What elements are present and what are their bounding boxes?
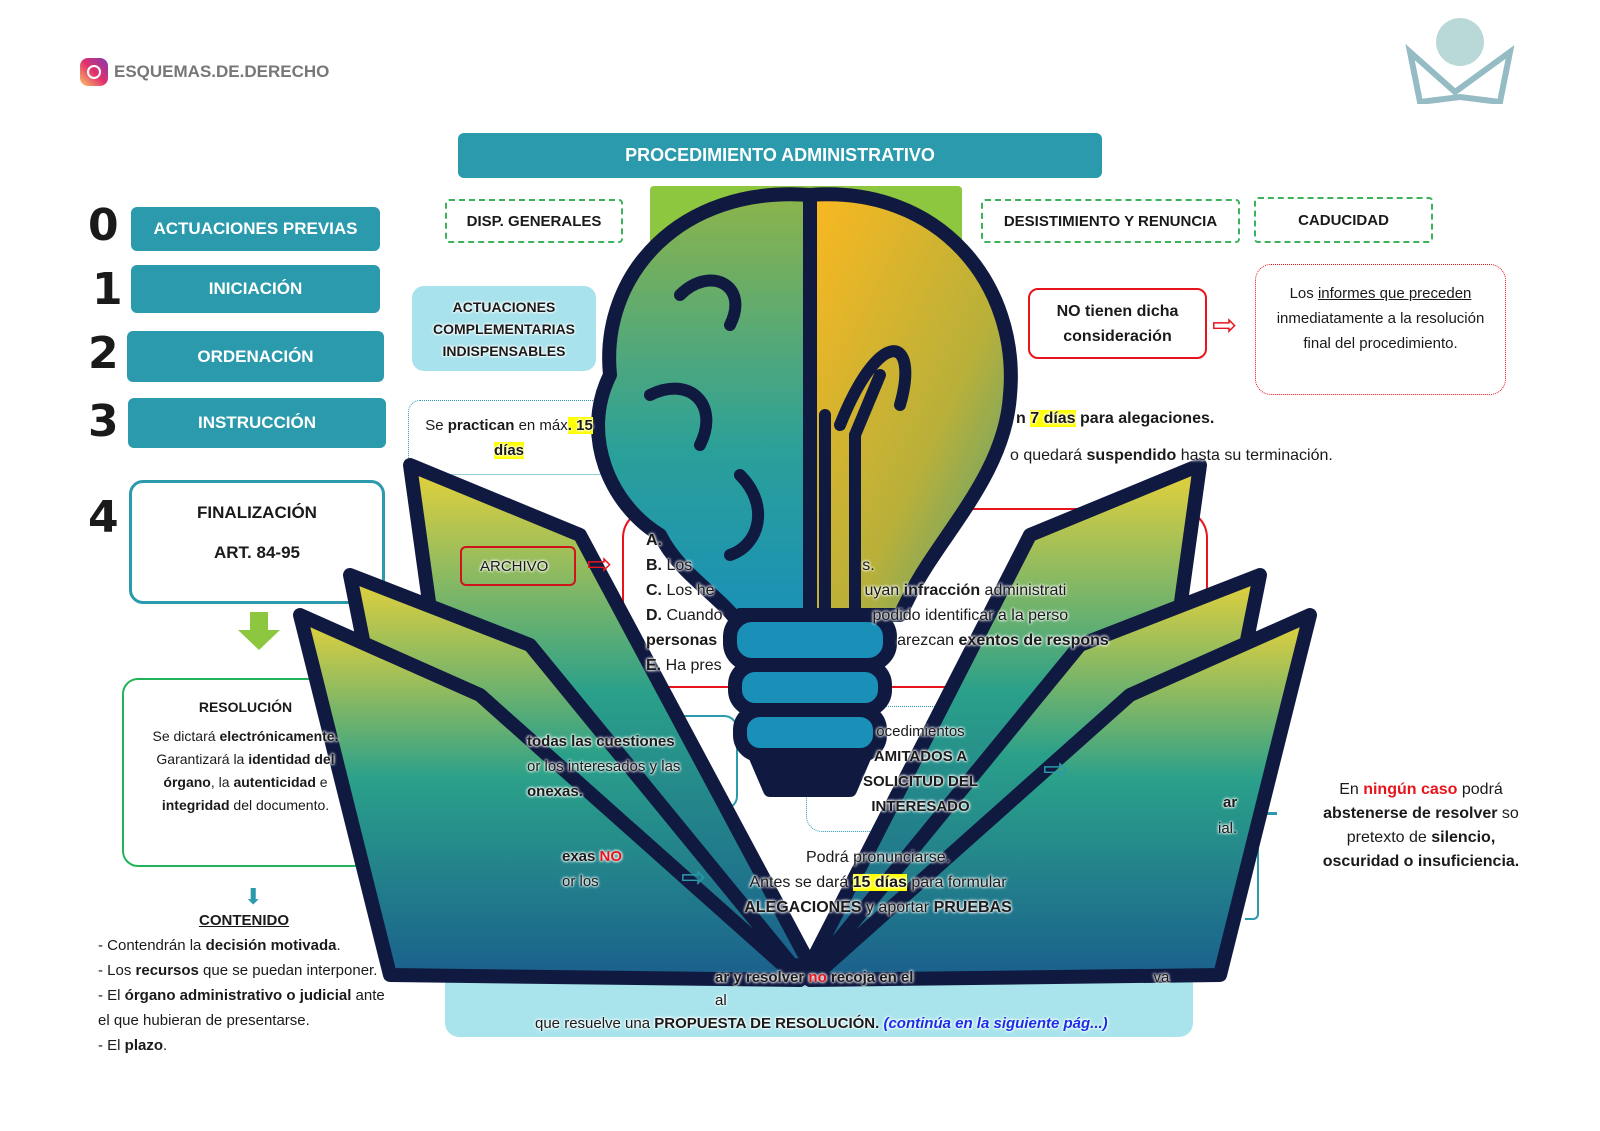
tab-desistimiento[interactable]: DESISTIMIENTO Y RENUNCIA: [981, 199, 1240, 243]
list-item: E. Ha pres: [646, 657, 722, 674]
step-number: 3: [88, 396, 119, 447]
brand-name: ESQUEMAS.DE.DERECHO: [114, 62, 330, 81]
no-tienen-box: NO tienen dicha consideración: [1028, 288, 1207, 359]
right-arrow-icon: ⇨: [587, 548, 613, 581]
step-finalizacion-label: FINALIZACIÓN: [197, 503, 317, 522]
small-down-arrow-icon: ⬇: [244, 884, 263, 909]
resolucion-title: RESOLUCIÓN: [198, 699, 293, 715]
pronunciarse-text: Podrá pronunciarse.Antes se dará 15 días…: [744, 849, 1012, 916]
down-arrow-icon: [238, 612, 280, 650]
step-finalizacion[interactable]: FINALIZACIÓN ART. 84-95: [129, 480, 385, 604]
step-number: 2: [88, 328, 119, 379]
instagram-icon: [80, 58, 108, 86]
bracket-tick: [1259, 812, 1277, 815]
contenido-title: CONTENIDO: [199, 912, 289, 929]
list-item: A.: [646, 532, 662, 549]
informes-box: Los informes que preceden inmediatamente…: [1255, 264, 1506, 395]
right-arrow-icon: ⇨: [1043, 753, 1069, 786]
actuaciones-complementarias: ACTUACIONES COMPLEMENTARIAS INDISPENSABL…: [412, 286, 596, 371]
contenido-block: CONTENIDO - Contendrán la decisión motiv…: [98, 908, 390, 1058]
practican-box: Se practican en máx. 15 días: [408, 400, 610, 475]
alegaciones-text: n 7 días para alegaciones.: [1016, 410, 1215, 427]
step-ordenacion[interactable]: ORDENACIÓN: [127, 331, 384, 382]
step-instruccion[interactable]: INSTRUCCIÓN: [128, 398, 386, 448]
resolucion-text: Se dictará electrónicamente.Garantizará …: [152, 728, 339, 813]
tab-disp-generales[interactable]: DISP. GENERALES: [445, 199, 623, 243]
step-number: 0: [88, 200, 119, 251]
brain-book-logo-icon: [1405, 12, 1515, 106]
step-finalizacion-article: ART. 84-95: [214, 543, 300, 562]
tab-caducidad[interactable]: CADUCIDAD: [1254, 197, 1433, 243]
step-number: 1: [92, 264, 123, 315]
step-iniciacion[interactable]: INICIACIÓN: [131, 265, 380, 313]
archivo-box: ARCHIVO: [460, 546, 576, 586]
suspendido-text: o quedará suspendido hasta su terminació…: [1010, 447, 1333, 464]
right-arrow-icon: ⇨: [1212, 309, 1238, 342]
page-title: PROCEDIMIENTO ADMINISTRATIVO: [458, 133, 1102, 178]
resolucion-box: RESOLUCIÓN Se dictará electrónicamente.G…: [122, 678, 369, 867]
brain-bulb-book-logo-icon: [280, 175, 1330, 1015]
step-number: 4: [88, 492, 119, 543]
right-arrow-icon: ⇨: [681, 861, 707, 894]
ningun-caso-text: En ningún caso podrá abstenerse de resol…: [1322, 781, 1520, 870]
step-actuaciones-previas[interactable]: ACTUACIONES PREVIAS: [131, 207, 380, 251]
